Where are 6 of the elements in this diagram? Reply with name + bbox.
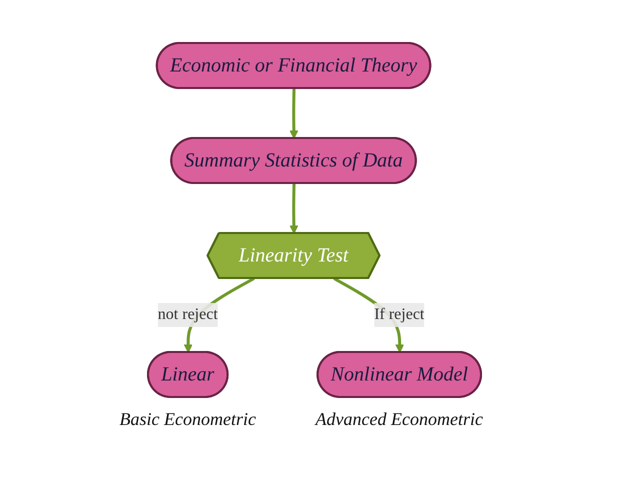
edge-label: If reject [374,306,424,323]
arrow [289,88,298,139]
arrow [289,183,298,234]
caption-text: Advanced Econometric [316,408,483,430]
edge-label: not reject [158,306,218,323]
caption-text: Basic Econometric [120,408,256,430]
